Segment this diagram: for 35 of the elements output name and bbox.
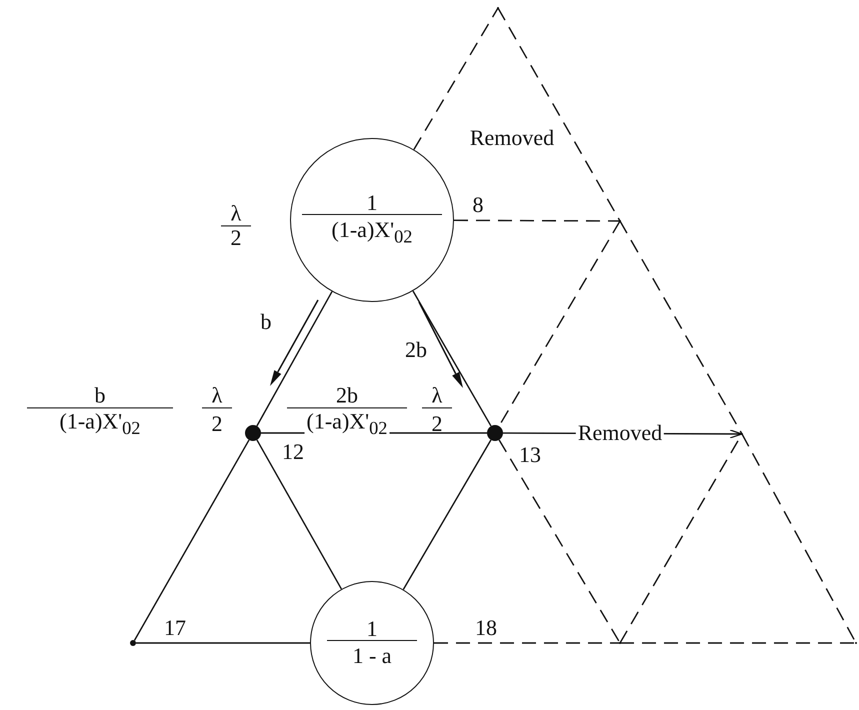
numerator: 1 (302, 191, 442, 216)
numerator: 1 (327, 616, 417, 641)
junction-dot (130, 640, 136, 646)
connector-line (402, 440, 492, 590)
fraction-numerator: b (27, 383, 173, 409)
connector-line (256, 291, 333, 426)
dashed-line (620, 642, 856, 644)
denominator: 1 - a (352, 642, 392, 670)
connector-line (256, 440, 342, 590)
dashed-line (413, 8, 499, 150)
fraction-numerator: λ (202, 383, 232, 409)
connector-line (134, 440, 250, 641)
dashed-line (497, 8, 621, 222)
math-label: 2 (212, 412, 222, 436)
math-label: 2 (230, 226, 242, 250)
math-label: 2 (432, 412, 442, 436)
dashed-line (619, 220, 743, 434)
node-number: 17 (164, 616, 186, 640)
math-label: b (260, 310, 272, 334)
node-number: 13 (519, 442, 541, 468)
fraction-numerator: λ (221, 201, 251, 227)
math-label: 2b (405, 338, 427, 362)
dashed-line (434, 642, 620, 644)
node-number: 12 (282, 440, 304, 464)
connector-line (136, 642, 310, 644)
math-label: Removed (470, 126, 554, 150)
dashed-line (454, 220, 620, 222)
dashed-line (498, 440, 621, 644)
connector-line (412, 290, 492, 426)
fraction-numerator: 2b (287, 383, 407, 409)
junction-dot (487, 425, 503, 441)
denominator: (1-a)X'$_{02}$ (332, 216, 412, 249)
junction-dot (245, 425, 261, 441)
fraction-numerator: λ (422, 383, 452, 409)
math-label: (1-a)X'$_{02}$ (60, 410, 140, 438)
